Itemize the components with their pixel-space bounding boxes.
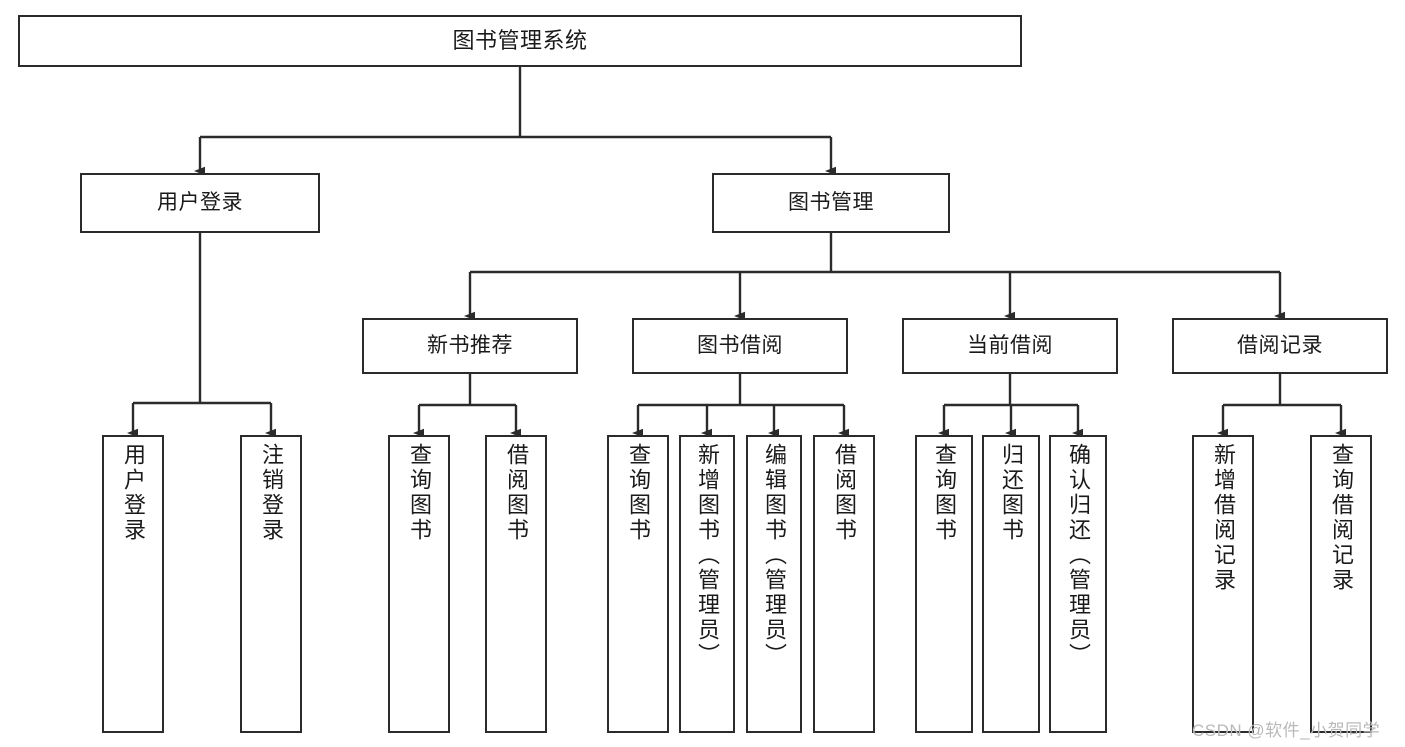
node-label: 图书借阅 [697,334,783,358]
node-label: 查询图书 [626,443,651,543]
node-new-book-rec: 新书推荐 [362,318,578,374]
node-user-login: 用户登录 [80,173,320,233]
node-leaf-query-book-1: 查询图书 [388,435,450,733]
node-leaf-query-book-3: 查询图书 [915,435,973,733]
node-root: 图书管理系统 [18,15,1022,67]
node-label: 查询借阅记录 [1329,443,1354,593]
node-label: 借阅图书 [832,443,857,543]
node-label: 查询图书 [932,443,957,543]
node-leaf-confirm-return: 确认归还（管理员） [1049,435,1107,733]
node-leaf-query-record: 查询借阅记录 [1310,435,1372,733]
node-leaf-edit-book: 编辑图书（管理员） [746,435,802,733]
node-label: 归还图书 [999,443,1024,543]
node-leaf-query-book-2: 查询图书 [607,435,669,733]
node-leaf-return-book: 归还图书 [982,435,1040,733]
node-label: 查询图书 [407,443,432,543]
node-label: 注销登录 [259,443,284,543]
node-label: 借阅记录 [1237,334,1323,358]
node-label: 用户登录 [157,191,243,215]
node-leaf-logout: 注销登录 [240,435,302,733]
node-current-borrow: 当前借阅 [902,318,1118,374]
node-label: 图书管理 [788,191,874,215]
node-label: 编辑图书（管理员） [762,443,787,668]
node-label: 确认归还（管理员） [1066,443,1091,668]
node-label: 用户登录 [121,443,146,543]
node-leaf-user-login: 用户登录 [102,435,164,733]
node-leaf-add-record: 新增借阅记录 [1192,435,1254,733]
watermark: CSDN @软件_小贺同学 [1192,721,1381,740]
node-label: 新书推荐 [427,334,513,358]
node-label: 新增借阅记录 [1211,443,1236,593]
node-leaf-borrow-book-2: 借阅图书 [813,435,875,733]
node-book-manage: 图书管理 [712,173,950,233]
node-book-borrow: 图书借阅 [632,318,848,374]
node-borrow-record: 借阅记录 [1172,318,1388,374]
node-label: 借阅图书 [504,443,529,543]
node-leaf-borrow-book-1: 借阅图书 [485,435,547,733]
node-label: 新增图书（管理员） [695,443,720,668]
node-leaf-add-book: 新增图书（管理员） [679,435,735,733]
node-label: 当前借阅 [967,334,1053,358]
node-label: 图书管理系统 [452,27,588,53]
